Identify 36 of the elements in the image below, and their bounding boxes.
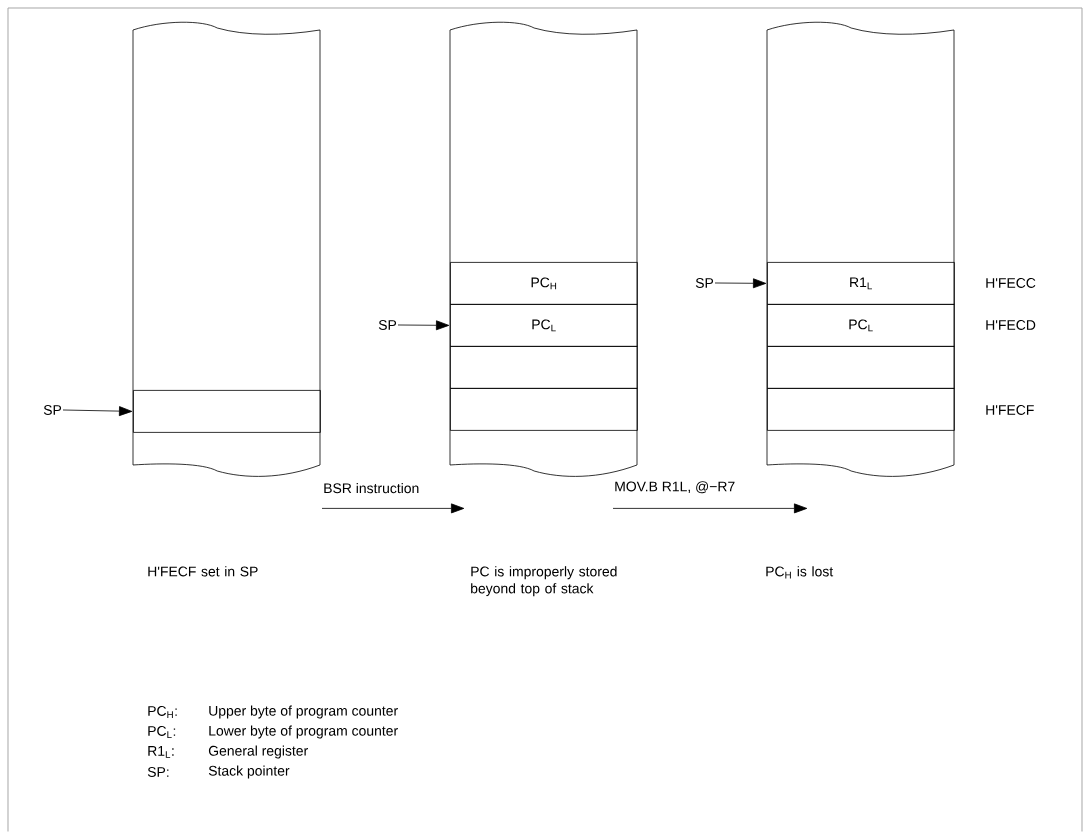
stack-cell: PC$_{L}$ (767, 304, 955, 347)
empty-stack-cell (450, 388, 638, 431)
edge-label: BSR instruction (324, 482, 419, 494)
arrow (714, 278, 767, 289)
empty-stack-cell (450, 346, 638, 389)
empty-stack-cell (767, 388, 955, 431)
stack-cell: PC$_{H}$ (450, 262, 638, 305)
empty-stack-cell (133, 390, 321, 433)
legend-text: SP: (147, 767, 169, 777)
stack-column (766, 21, 955, 477)
legend-text: Stack pointer (208, 765, 290, 779)
pointer-label: SP (378, 320, 397, 330)
caption: H'FECF set in SP (148, 566, 258, 577)
address-label: H'FECF (986, 405, 1034, 415)
legend-text: PC$_{H}$: (148, 706, 177, 718)
stack-column (132, 21, 321, 477)
stack-cell: R1$_{L}$ (767, 262, 955, 305)
arrow (612, 503, 808, 514)
stack-cell: PC$_{L}$ (450, 304, 638, 347)
legend-text: General register (208, 745, 308, 759)
edge-label: MOV.B R1L, @−R7 (615, 481, 735, 494)
empty-stack-cell (767, 346, 955, 389)
arrow (397, 320, 450, 331)
legend-text: R1$_{L}$: (148, 746, 174, 758)
arrow (62, 406, 133, 417)
address-label: H'FECD (986, 320, 1036, 330)
stack-column (449, 21, 638, 477)
legend-text: PC$_{L}$: (148, 726, 176, 738)
caption: PC is improperly stored beyond top of stack (471, 566, 617, 597)
arrow (321, 503, 465, 514)
legend-text: Upper byte of program counter (209, 705, 398, 719)
caption: PC$_{H}$ is lost (766, 566, 834, 579)
address-label: H'FECC (986, 278, 1036, 288)
pointer-label: SP (695, 278, 714, 288)
legend-text: Lower byte of program counter (209, 725, 398, 739)
pointer-label: SP (43, 405, 62, 415)
